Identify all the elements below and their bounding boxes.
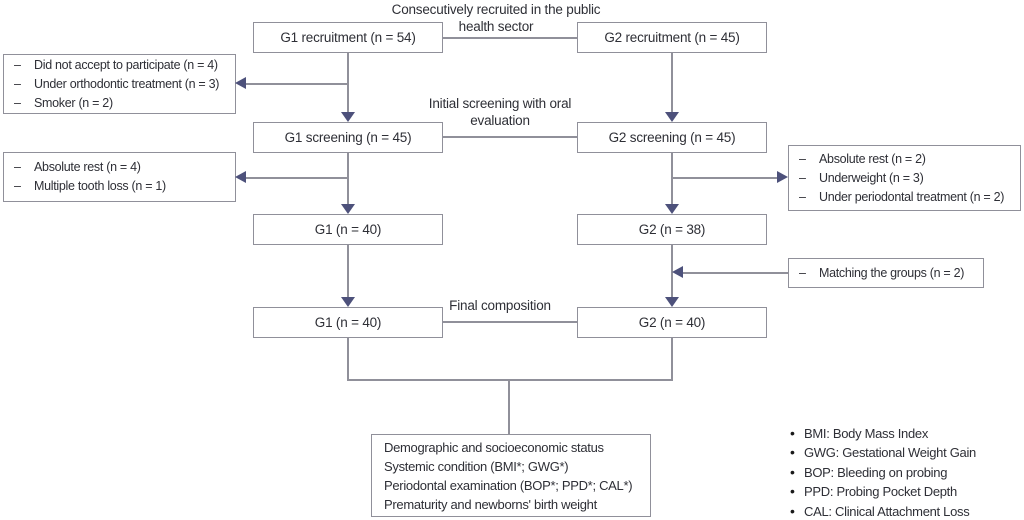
node-g1-final: G1 (n = 40) bbox=[253, 307, 443, 338]
connector-recruitment-row bbox=[443, 37, 577, 39]
exclusion-text: Absolute rest (n = 2) bbox=[819, 151, 926, 166]
arrow-down-icon bbox=[665, 112, 679, 122]
exclusion-text: Under orthodontic treatment (n = 3) bbox=[34, 76, 220, 91]
list-item: –Absolute rest (n = 2) bbox=[789, 150, 1020, 169]
bullet-icon: • bbox=[790, 425, 795, 441]
node-g2-recruitment: G2 recruitment (n = 45) bbox=[577, 22, 767, 53]
legend-text: CAL: Clinical Attachment Loss bbox=[804, 503, 970, 519]
exclusion-box-g2-screening: –Absolute rest (n = 2) –Underweight (n =… bbox=[788, 145, 1021, 211]
connector-merge-to-outcome bbox=[508, 379, 510, 434]
connector-g1-40-to-final bbox=[347, 245, 349, 298]
connector-final-row bbox=[443, 321, 577, 323]
node-g1-screening: G1 screening (n = 45) bbox=[253, 122, 443, 153]
dash-icon: – bbox=[799, 151, 806, 166]
list-item: –Under orthodontic treatment (n = 3) bbox=[4, 75, 235, 94]
arrow-right-icon bbox=[777, 171, 788, 183]
exclusion-box-g1-screening: –Absolute rest (n = 4) –Multiple tooth l… bbox=[3, 152, 236, 202]
legend-item: • BMI: Body Mass Index bbox=[790, 424, 1020, 443]
list-item: –Absolute rest (n = 4) bbox=[4, 158, 235, 177]
list-item: –Underweight (n = 3) bbox=[789, 169, 1020, 188]
legend-text: BOP: Bleeding on probing bbox=[804, 464, 948, 480]
arrow-left-icon bbox=[235, 77, 246, 89]
annotation-final: Final composition bbox=[449, 298, 551, 313]
outcome-line: Prematurity and newborns' birth weight bbox=[384, 496, 597, 512]
connector-g2-final-down bbox=[671, 338, 673, 380]
node-g2-screening: G2 screening (n = 45) bbox=[577, 122, 767, 153]
dash-icon: – bbox=[799, 189, 806, 204]
connector-to-g1-recruitment-exclusions bbox=[246, 83, 348, 85]
connector-to-g1-screening-exclusions bbox=[246, 177, 348, 179]
node-g1-after-screening: G1 (n = 40) bbox=[253, 214, 443, 245]
arrow-down-icon bbox=[665, 204, 679, 214]
exclusion-text: Under periodontal treatment (n = 2) bbox=[819, 189, 1005, 204]
legend-item: • CAL: Clinical Attachment Loss bbox=[790, 502, 1020, 520]
arrow-down-icon bbox=[341, 297, 355, 307]
legend-item: • PPD: Probing Pocket Depth bbox=[790, 482, 1020, 501]
outcome-line: Systemic condition (BMI*; GWG*) bbox=[384, 458, 569, 474]
connector-from-matching-box bbox=[683, 272, 788, 274]
legend-item: • GWG: Gestational Weight Gain bbox=[790, 443, 1020, 462]
exclusion-text: Underweight (n = 3) bbox=[819, 170, 924, 185]
legend-text: PPD: Probing Pocket Depth bbox=[804, 484, 957, 500]
exclusion-text: Absolute rest (n = 4) bbox=[34, 160, 141, 174]
exclusion-text: Matching the groups (n = 2) bbox=[819, 265, 965, 280]
annotation-screening: Initial screening with oral evaluation bbox=[428, 96, 572, 128]
connector-g1-screening-to-g1-40 bbox=[347, 153, 349, 205]
connector-g2-screening-to-g2-38 bbox=[671, 153, 673, 205]
abbreviation-legend: • BMI: Body Mass Index • GWG: Gestational … bbox=[790, 424, 1020, 520]
connector-g2-38-to-final bbox=[671, 245, 673, 298]
legend-text: BMI: Body Mass Index bbox=[804, 426, 929, 441]
list-item: –Smoker (n = 2) bbox=[4, 94, 235, 113]
exclusion-box-g1-recruitment: –Did not accept to participate (n = 4) –… bbox=[3, 54, 236, 114]
outcome-line: Periodontal examination (BOP*; PPD*; CAL… bbox=[384, 477, 633, 493]
list-item: –Did not accept to participate (n = 4) bbox=[4, 56, 235, 75]
arrow-left-icon bbox=[672, 266, 683, 278]
node-g2-after-screening: G2 (n = 38) bbox=[577, 214, 767, 245]
exclusion-text: Multiple tooth loss (n = 1) bbox=[34, 179, 166, 193]
dash-icon: – bbox=[799, 170, 806, 185]
dash-icon: – bbox=[14, 57, 21, 72]
legend-text: GWG: Gestational Weight Gain bbox=[804, 445, 976, 461]
list-item: –Multiple tooth loss (n = 1) bbox=[4, 177, 235, 196]
exclusion-text: Did not accept to participate (n = 4) bbox=[34, 57, 218, 72]
connector-g1-final-down bbox=[347, 338, 349, 380]
exclusion-box-g2-matching: –Matching the groups (n = 2) bbox=[788, 258, 984, 288]
node-g2-final: G2 (n = 40) bbox=[577, 307, 767, 338]
arrow-down-icon bbox=[665, 297, 679, 307]
dash-icon: – bbox=[14, 76, 21, 91]
dash-icon: – bbox=[14, 95, 21, 110]
annotation-recruited: Consecutively recruited in the public he… bbox=[391, 2, 601, 34]
legend-item: • BOP: Bleeding on probing bbox=[790, 463, 1020, 482]
bullet-icon: • bbox=[790, 463, 795, 480]
connector-merge-bar bbox=[347, 379, 673, 381]
exclusion-text: Smoker (n = 2) bbox=[34, 95, 113, 110]
bullet-icon: • bbox=[790, 502, 795, 519]
bullet-icon: • bbox=[790, 483, 795, 500]
dash-icon: – bbox=[14, 160, 21, 174]
node-g1-recruitment: G1 recruitment (n = 54) bbox=[253, 22, 443, 53]
dash-icon: – bbox=[14, 179, 21, 193]
bullet-icon: • bbox=[790, 444, 795, 461]
connector-screening-row bbox=[443, 136, 577, 138]
outcome-box: Demographic and socioeconomic status Sys… bbox=[371, 434, 651, 517]
outcome-line: Demographic and socioeconomic status bbox=[384, 439, 604, 455]
connector-to-g2-screening-exclusions bbox=[672, 177, 778, 179]
list-item: –Under periodontal treatment (n = 2) bbox=[789, 188, 1020, 207]
connector-g2-recruitment-to-screening bbox=[671, 53, 673, 113]
dash-icon: – bbox=[799, 265, 806, 280]
arrow-left-icon bbox=[235, 171, 246, 183]
arrow-down-icon bbox=[341, 112, 355, 122]
list-item: –Matching the groups (n = 2) bbox=[789, 264, 983, 283]
arrow-down-icon bbox=[341, 204, 355, 214]
